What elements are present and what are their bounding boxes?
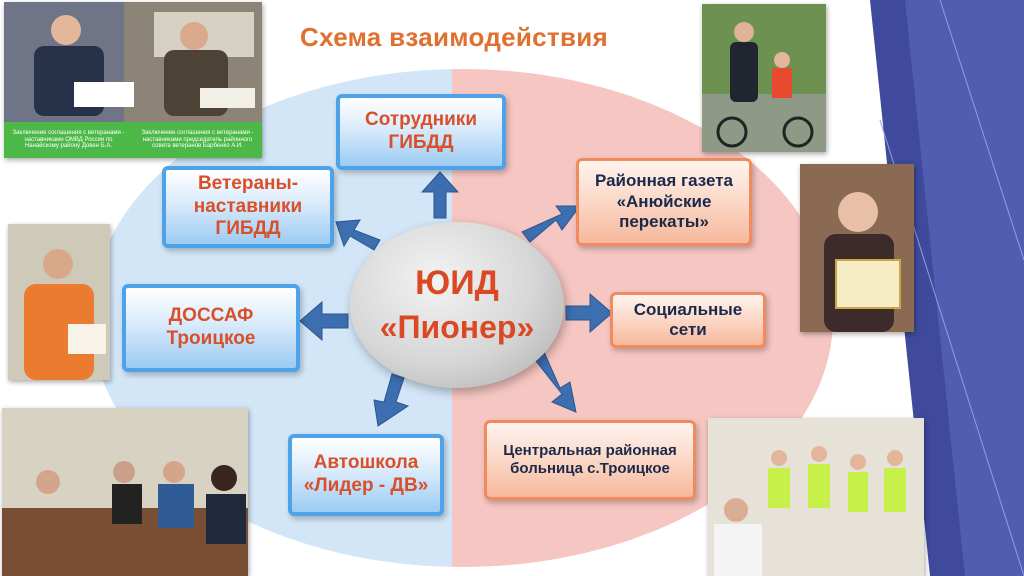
arrow-left bbox=[299, 300, 349, 342]
arrow-right bbox=[565, 292, 613, 334]
photo-agreement-signing: Заключение соглашения с ветеранами - нас… bbox=[4, 2, 262, 158]
node-hospital: Центральная районная больница с.Троицкое bbox=[484, 420, 696, 500]
photo-children-in-vests bbox=[708, 418, 924, 576]
node-veterans: Ветераны- наставники ГИБДД bbox=[162, 166, 334, 248]
arrow-upright bbox=[521, 205, 581, 243]
arrow-up bbox=[420, 171, 460, 219]
node-gibdd-label: Сотрудники ГИБДД bbox=[364, 109, 477, 153]
arrow-downleft bbox=[373, 373, 410, 427]
arrow-downright bbox=[531, 351, 577, 413]
photo-classroom bbox=[2, 408, 248, 576]
node-gibdd: Сотрудники ГИБДД bbox=[336, 94, 506, 170]
node-veterans-label: Ветераны- наставники ГИБДД bbox=[193, 172, 303, 240]
photo-captions: Заключение соглашения с ветеранами - нас… bbox=[4, 122, 262, 158]
node-dosaaf-label: ДОССАФ Троицкое bbox=[166, 305, 256, 349]
center-line-2: «Пионер» bbox=[379, 309, 535, 345]
caption-right: Заключение соглашения с ветеранами - нас… bbox=[141, 130, 254, 150]
photo-agreement-scene bbox=[4, 2, 262, 122]
caption-left: Заключение соглашения с ветеранами - нас… bbox=[12, 130, 125, 150]
node-autoschool: Автошкола «Лидер - ДВ» bbox=[288, 434, 444, 516]
node-social-label: Социальные сети bbox=[633, 299, 743, 339]
center-line-1: ЮИД bbox=[415, 264, 499, 302]
arrow-upleft bbox=[335, 219, 381, 251]
node-newspaper: Районная газета «Анюйские перекаты» bbox=[576, 158, 752, 246]
node-social: Социальные сети bbox=[610, 292, 766, 348]
slide-title: Схема взаимодействия bbox=[300, 22, 608, 52]
node-dosaaf: ДОССАФ Троицкое bbox=[122, 284, 300, 372]
node-newspaper-label: Районная газета «Анюйские перекаты» bbox=[594, 171, 734, 232]
node-autoschool-label: Автошкола «Лидер - ДВ» bbox=[303, 452, 429, 496]
photo-woman-with-diploma bbox=[800, 164, 914, 332]
photo-officer-with-child bbox=[702, 4, 826, 152]
node-hospital-label: Центральная районная больница с.Троицкое bbox=[503, 442, 677, 477]
photo-man-with-microphone bbox=[8, 224, 110, 380]
center-node-yuid: ЮИД «Пионер» bbox=[350, 222, 564, 388]
